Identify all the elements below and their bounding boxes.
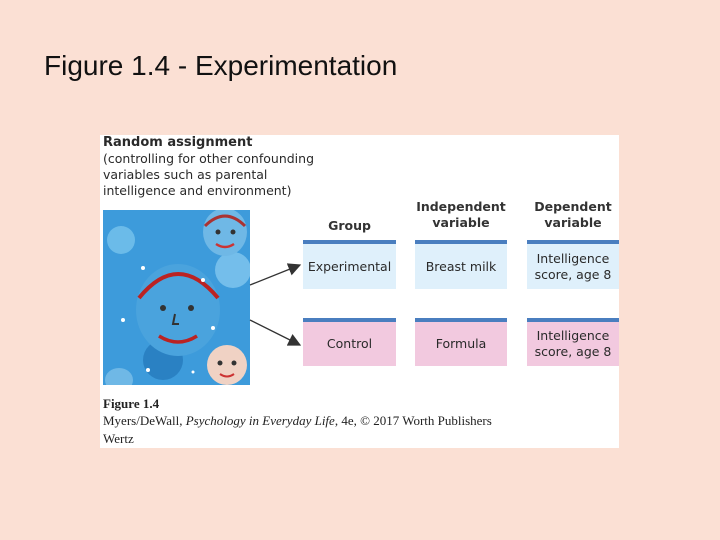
slide-title: Figure 1.4 - Experimentation — [44, 50, 398, 81]
arrow-to-experimental — [249, 263, 302, 286]
random-assignment-heading: Random assignment — [103, 135, 253, 150]
experimental-independent-cell: Breast milk — [415, 240, 507, 289]
figure-1-4: Random assignment (controlling for other… — [100, 135, 619, 448]
column-header-group: Group — [328, 218, 371, 233]
credit-authors: Myers/DeWall, — [103, 413, 186, 428]
column-header-independent-variable: Independent variable — [416, 199, 506, 230]
control-group-cell: Control — [303, 318, 396, 366]
experimental-dependent-cell: Intelligence score, age 8 — [527, 240, 619, 289]
figure-artist-credit: Wertz — [103, 431, 134, 446]
credit-book-title: Psychology in Everyday Life — [185, 413, 335, 428]
control-dependent-cell: Intelligence score, age 8 — [527, 318, 619, 366]
credit-publisher: , 4e, © 2017 Worth Publishers — [334, 413, 492, 428]
figure-credit: Myers/DeWall, Psychology in Everyday Lif… — [103, 413, 492, 429]
arrow-to-control — [249, 319, 302, 346]
control-independent-cell: Formula — [415, 318, 507, 366]
column-header-dependent-variable: Dependent variable — [534, 199, 612, 230]
children-illustration — [103, 210, 250, 385]
experimental-group-cell: Experimental — [303, 240, 396, 289]
random-assignment-note: (controlling for other confounding varia… — [103, 151, 315, 198]
figure-number: Figure 1.4 — [103, 396, 160, 411]
